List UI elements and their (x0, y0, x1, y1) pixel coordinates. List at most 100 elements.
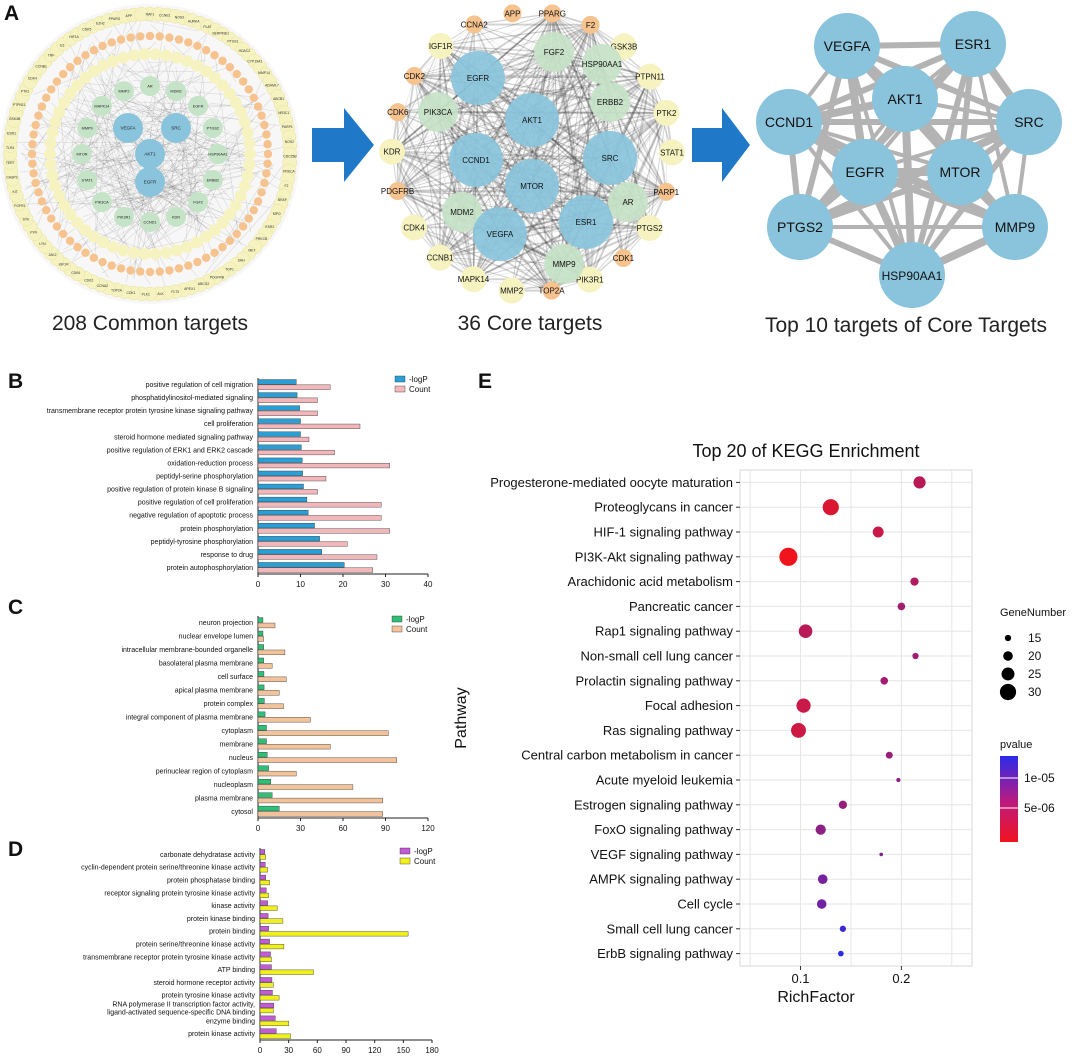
node-label-outer: CCNA2 (461, 20, 489, 29)
data-point (791, 722, 806, 738)
node-label-outer: CYP19A1 (247, 60, 262, 64)
caption-top-targets: Top 10 targets of Core Targets (764, 314, 1048, 337)
data-point (798, 624, 813, 638)
bar-logp (257, 496, 308, 503)
edge (440, 44, 603, 65)
bar-count (259, 1033, 291, 1039)
node-label-outer: CASP3 (6, 176, 17, 180)
pathway-label: Proteoglycans in cancer (594, 500, 733, 515)
bar-count (257, 703, 284, 709)
node (927, 139, 993, 205)
x-tick-label: 120 (421, 824, 435, 833)
node-outer (460, 266, 487, 293)
node-label-outer: CDK4 (28, 76, 37, 80)
node-outer (542, 281, 561, 300)
node-label-green: MDM2 (170, 90, 181, 94)
node-yellow (241, 126, 254, 139)
data-point (896, 777, 901, 783)
edge (79, 59, 225, 153)
legend-swatch-count (391, 625, 403, 633)
data-point (839, 925, 847, 932)
edge (439, 227, 650, 259)
node-outer (543, 4, 562, 23)
edge (37, 96, 86, 206)
legend-label-count: Count (409, 385, 431, 394)
node-orange (193, 41, 202, 51)
node-green (188, 95, 209, 116)
bar-logp (257, 711, 266, 717)
node-orange (107, 261, 116, 270)
x-tick-label: 0 (256, 580, 261, 589)
node-orange (263, 159, 272, 168)
pathway-label: AMPK signaling pathway (589, 872, 733, 887)
node-orange (58, 69, 68, 79)
category-label: cell surface (218, 674, 254, 681)
caption-common-targets: 208 Common targets (51, 312, 249, 335)
edge (649, 112, 667, 229)
node-yellow (79, 71, 92, 84)
edge (397, 112, 667, 192)
node-label-outer: F2 (586, 21, 596, 30)
bar-logp (257, 671, 265, 677)
edge (25, 139, 219, 188)
node-yellow (106, 55, 119, 68)
bar-count (257, 784, 354, 790)
node-label-outer: MET (248, 248, 255, 252)
node-label-outer: CCNE1 (159, 13, 171, 17)
bar-count (257, 476, 327, 482)
edge (437, 111, 587, 223)
category-label: plasma membrane (195, 795, 253, 802)
edge (170, 170, 202, 182)
legend-size-title: GeneNumber (1000, 607, 1066, 619)
node-orange (47, 85, 56, 94)
node-label-outer: JAK2 (48, 253, 56, 257)
category-label: steroid hormone mediated signaling pathw… (114, 434, 253, 441)
pathway-label: Acute myeloid leukemia (596, 773, 734, 788)
node (832, 139, 898, 205)
node-orange (210, 51, 219, 60)
node-outer (379, 138, 406, 165)
node-label-outer: PDGFRB (381, 187, 414, 196)
node-label: HSP90AA1 (882, 269, 943, 283)
category-label: ATP binding (218, 967, 256, 974)
edge (397, 101, 611, 192)
data-point (816, 899, 827, 909)
edge (413, 13, 553, 228)
legend-swatch-logp (399, 847, 411, 855)
node-yellow (87, 65, 100, 78)
edge (437, 111, 629, 203)
node-yellow (160, 49, 173, 62)
node-yellow (87, 230, 100, 243)
edge (91, 178, 183, 247)
arrow-shape (692, 108, 750, 182)
bar-logp (257, 752, 268, 758)
node-label-outer: CDK5 (82, 28, 91, 32)
node-label-outer: MAPK14 (458, 275, 490, 284)
x-tick-label: 30 (296, 824, 305, 833)
node-orange (116, 35, 126, 44)
node-orange (28, 159, 37, 168)
category-label: carbonate dehydratase activity (160, 852, 255, 859)
node-yellow (44, 137, 57, 150)
node-label: MMP9 (995, 219, 1036, 235)
node-label-green: HSP90AA1 (208, 153, 227, 157)
x-axis-label: RichFactor (777, 989, 855, 1006)
pathway-label: Estrogen signaling pathway (574, 797, 733, 812)
pathway-label: Non-small cell lung cancer (581, 649, 734, 664)
node (940, 11, 1006, 77)
bar-count (259, 931, 409, 937)
bar-logp (257, 444, 302, 450)
node-label-outer: PRKCA (283, 169, 295, 173)
node-orange (253, 102, 263, 111)
edge (154, 184, 206, 219)
bar-count (257, 554, 378, 560)
bar-logp (259, 1002, 275, 1008)
node-green (72, 144, 92, 164)
node-label-green: MTOR (76, 153, 87, 157)
bar-count (257, 690, 280, 696)
caption-core-targets: 36 Core targets (457, 312, 603, 335)
node-yellow (238, 116, 251, 129)
node-label-inner: ESR1 (576, 218, 597, 227)
node-label-green: MAPK14 (94, 104, 109, 108)
